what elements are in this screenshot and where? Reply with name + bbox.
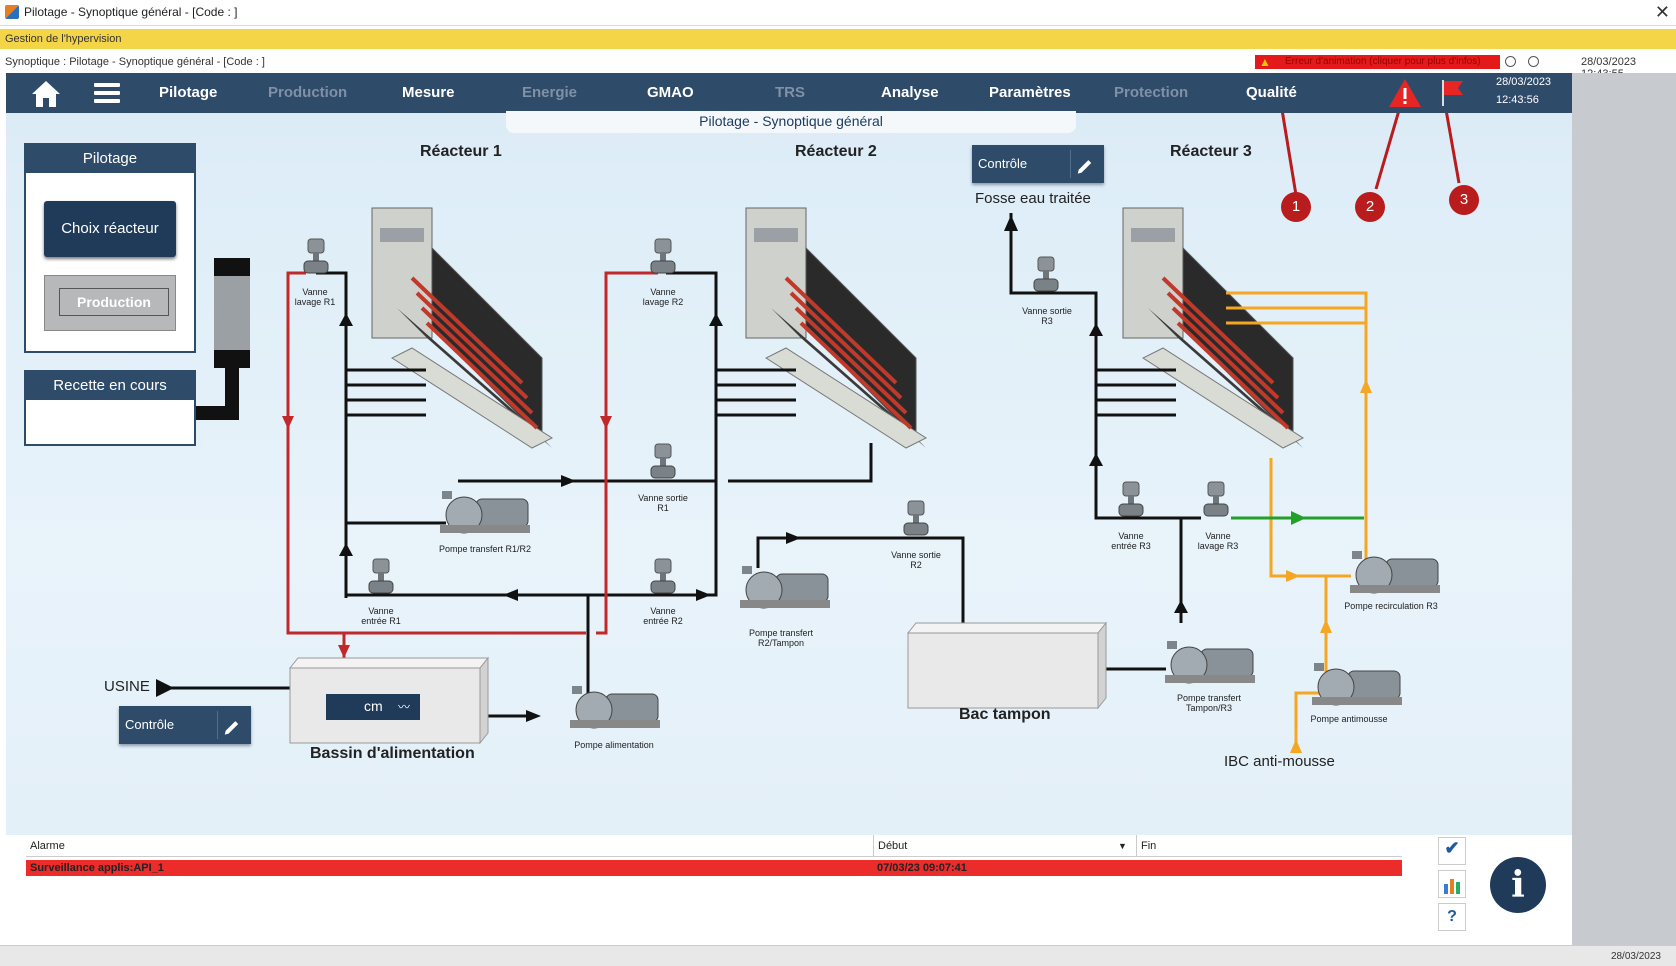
nav-parametres[interactable]: Paramètres bbox=[989, 84, 1071, 101]
col-fin[interactable]: Fin bbox=[1136, 835, 1156, 857]
col-alarme[interactable]: Alarme bbox=[30, 840, 65, 852]
clock-icon[interactable] bbox=[1528, 56, 1539, 67]
choix-reacteur-button[interactable]: Choix réacteur bbox=[44, 201, 176, 257]
reactor-1-image bbox=[370, 206, 554, 450]
edit-pencil-icon bbox=[1070, 150, 1092, 178]
alarm-triangle-icon[interactable] bbox=[1388, 78, 1422, 108]
nav-clock: 28/03/2023 12:43:56 bbox=[1496, 73, 1551, 109]
sort-desc-icon[interactable]: ▼ bbox=[1118, 841, 1127, 851]
usine-controle-label: Contrôle bbox=[125, 717, 175, 732]
settings-icon[interactable] bbox=[1505, 56, 1516, 67]
reactor-2-image bbox=[744, 206, 928, 450]
nav-pilotage[interactable]: Pilotage bbox=[159, 84, 218, 101]
animation-error-banner[interactable]: ▲ Erreur d'animation (cliquer pour plus … bbox=[1255, 55, 1500, 69]
window-titlebar: Pilotage - Synoptique général - [Code : … bbox=[0, 0, 1676, 26]
nav-energie[interactable]: Energie bbox=[522, 84, 578, 101]
recette-panel-title: Recette en cours bbox=[26, 372, 194, 400]
nav-clock-date: 28/03/2023 bbox=[1496, 76, 1552, 88]
hypervision-bar[interactable]: Gestion de l'hypervision bbox=[0, 29, 1676, 49]
right-side-pane bbox=[1572, 73, 1676, 945]
reactor-1-label: Réacteur 1 bbox=[420, 143, 502, 160]
bassin-alimentation-label: Bassin d'alimentation bbox=[310, 745, 475, 762]
recette-value bbox=[26, 400, 194, 412]
pompe-alimentation-label[interactable]: Pompe alimentation bbox=[574, 740, 654, 750]
chart-icon[interactable] bbox=[1438, 870, 1466, 898]
edit-pencil-icon bbox=[217, 711, 239, 739]
reactor-2-label: Réacteur 2 bbox=[795, 143, 877, 160]
recette-panel: Recette en cours bbox=[24, 370, 196, 446]
trend-icon: 〰 bbox=[398, 700, 411, 714]
acknowledge-check-icon[interactable]: ✔ bbox=[1438, 837, 1466, 865]
info-icon[interactable]: i bbox=[1490, 857, 1546, 913]
pompe-transfert-r1r2-label[interactable]: Pompe transfert R1/R2 bbox=[438, 544, 532, 554]
flag-icon[interactable] bbox=[1439, 78, 1465, 108]
alarm-table: Alarme Début ▼ Fin Surveillance applis:A… bbox=[26, 835, 1402, 935]
bac-tampon-label: Bac tampon bbox=[959, 706, 1051, 723]
status-date: 28/03/2023 bbox=[1610, 951, 1661, 962]
page-title: Pilotage - Synoptique général bbox=[506, 111, 1076, 133]
nav-protection[interactable]: Protection bbox=[1114, 84, 1189, 101]
fosse-eau-traitee-label: Fosse eau traitée bbox=[975, 190, 1091, 207]
pilotage-panel-title: Pilotage bbox=[26, 145, 194, 173]
status-bar: 28/03/2023 bbox=[0, 945, 1676, 966]
nav-production[interactable]: Production bbox=[268, 84, 348, 101]
path-bar: Synoptique : Pilotage - Synoptique génér… bbox=[0, 52, 1676, 80]
pompe-recirculation-r3-label[interactable]: Pompe recirculation R3 bbox=[1344, 601, 1438, 611]
nav-clock-time: 12:43:56 bbox=[1496, 94, 1539, 106]
reactor-3-label: Réacteur 3 bbox=[1170, 143, 1252, 160]
production-button[interactable]: Production bbox=[44, 275, 176, 331]
production-button-label: Production bbox=[59, 288, 169, 316]
usine-controle-button[interactable]: Contrôle bbox=[119, 706, 251, 744]
close-icon[interactable]: ✕ bbox=[1654, 2, 1670, 22]
bassin-level-unit: cm bbox=[364, 698, 383, 714]
fosse-controle-label: Contrôle bbox=[978, 156, 1028, 171]
alarm-name-cell: Surveillance applis:API_1 bbox=[30, 862, 164, 874]
nav-mesure[interactable]: Mesure bbox=[402, 84, 455, 101]
window-title: Pilotage - Synoptique général - [Code : … bbox=[24, 5, 238, 19]
menu-icon[interactable] bbox=[94, 83, 120, 103]
app-icon bbox=[5, 5, 19, 19]
alarm-debut-cell: 07/03/23 09:07:41 bbox=[877, 862, 967, 874]
fosse-controle-button[interactable]: Contrôle bbox=[972, 145, 1104, 183]
synoptic-area: Pilotage - Synoptique général bbox=[6, 111, 1572, 835]
hypervision-label: Gestion de l'hypervision bbox=[5, 33, 122, 45]
col-debut[interactable]: Début bbox=[873, 835, 907, 857]
home-icon[interactable] bbox=[30, 79, 62, 109]
help-icon[interactable]: ? bbox=[1438, 903, 1466, 931]
ibc-antimousse-label: IBC anti-mousse bbox=[1224, 753, 1335, 770]
nav-gmao[interactable]: GMAO bbox=[647, 84, 694, 101]
animation-error-text: Erreur d'animation (cliquer pour plus d'… bbox=[1285, 56, 1481, 67]
nav-trs[interactable]: TRS bbox=[775, 84, 805, 101]
nav-analyse[interactable]: Analyse bbox=[881, 84, 939, 101]
nav-qualite[interactable]: Qualité bbox=[1246, 84, 1297, 101]
reactor-3-image bbox=[1121, 206, 1305, 450]
usine-label: USINE bbox=[104, 678, 150, 695]
warning-icon: ▲ bbox=[1259, 55, 1271, 69]
alarm-table-header: Alarme Début ▼ Fin bbox=[26, 835, 1402, 857]
annotation-2: 2 bbox=[1355, 192, 1385, 222]
annotation-1: 1 bbox=[1281, 192, 1311, 222]
pompe-antimousse-label[interactable]: Pompe antimousse bbox=[1310, 714, 1388, 724]
main-navbar: Pilotage Production Mesure Energie GMAO … bbox=[6, 73, 1572, 113]
annotation-3: 3 bbox=[1449, 185, 1479, 215]
breadcrumb: Synoptique : Pilotage - Synoptique génér… bbox=[5, 56, 265, 68]
bassin-level-display[interactable]: cm 〰 bbox=[326, 694, 420, 720]
table-row[interactable]: Surveillance applis:API_1 07/03/23 09:07… bbox=[26, 860, 1402, 876]
